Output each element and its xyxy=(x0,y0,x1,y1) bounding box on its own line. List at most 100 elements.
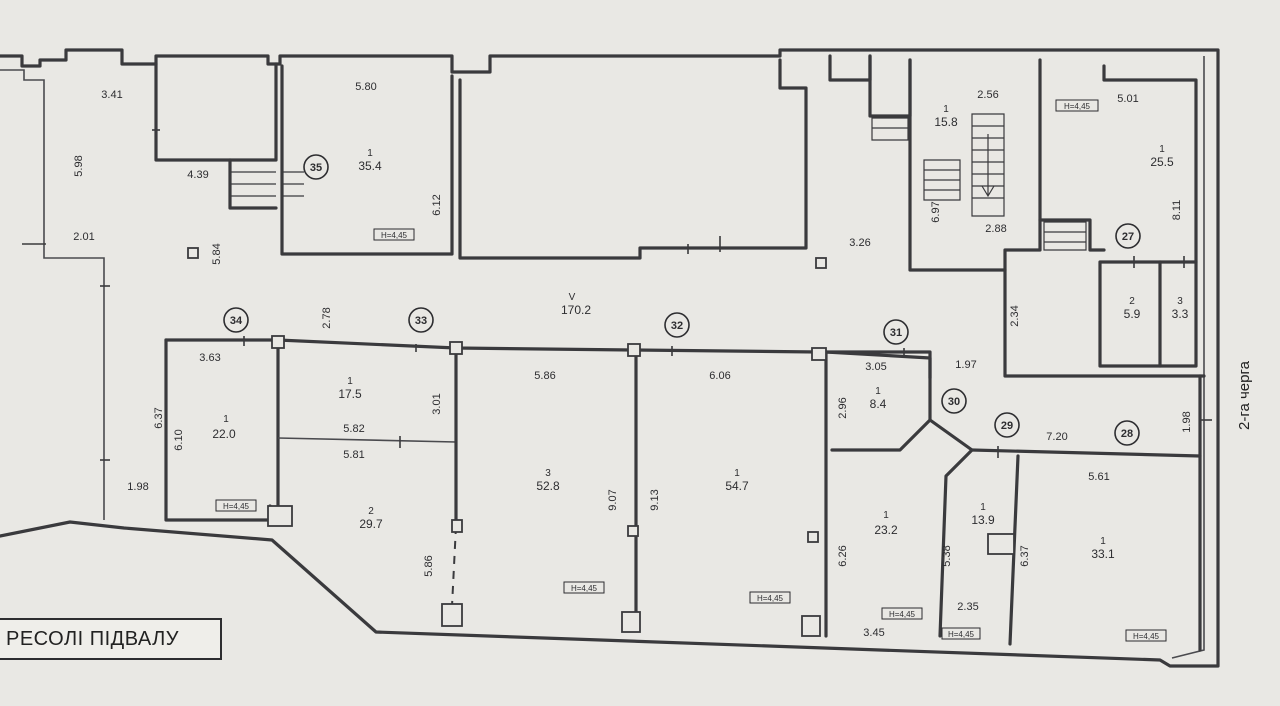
room-area: 5.9 xyxy=(1124,307,1141,321)
svg-text:34: 34 xyxy=(230,315,243,327)
room-no: 1 xyxy=(883,510,889,521)
svg-text:9.13: 9.13 xyxy=(649,489,661,510)
svg-text:2.34: 2.34 xyxy=(1009,305,1021,326)
room-no: 1 xyxy=(943,104,949,115)
svg-text:6.12: 6.12 xyxy=(431,194,443,215)
room-area: 23.2 xyxy=(874,523,898,537)
svg-text:6.06: 6.06 xyxy=(709,370,730,382)
svg-text:31: 31 xyxy=(890,327,902,339)
room-area: 170.2 xyxy=(561,303,591,317)
svg-text:H=4,45: H=4,45 xyxy=(948,630,975,639)
svg-text:5.61: 5.61 xyxy=(1088,471,1109,483)
marker-28: 28 xyxy=(1114,420,1140,446)
svg-text:5.86: 5.86 xyxy=(423,555,435,576)
marker-34: 34 xyxy=(223,307,249,333)
interior-walls xyxy=(154,54,1206,652)
svg-text:H=4,45: H=4,45 xyxy=(1133,632,1160,641)
marker-32: 32 xyxy=(664,312,690,338)
svg-text:1.98: 1.98 xyxy=(1181,411,1193,432)
svg-text:H=4,45: H=4,45 xyxy=(381,231,408,240)
room-no: 2 xyxy=(1129,296,1135,307)
columns xyxy=(187,247,1015,637)
svg-text:6.97: 6.97 xyxy=(930,201,942,222)
phase-note: 2-га черга xyxy=(1236,361,1253,430)
room-no: 1 xyxy=(223,414,229,425)
room-no: V xyxy=(569,292,576,303)
door-marks xyxy=(22,129,1212,461)
room-area: 52.8 xyxy=(536,479,560,493)
svg-text:5.98: 5.98 xyxy=(73,155,85,176)
svg-text:5.38: 5.38 xyxy=(941,545,953,566)
svg-text:1.98: 1.98 xyxy=(127,481,148,493)
height-tags: H=4,45 H=4,45 H=4,45 H=4,45 H=4,45 H=4,4… xyxy=(215,99,1167,642)
svg-text:5.01: 5.01 xyxy=(1117,93,1138,105)
room-no: 3 xyxy=(545,468,551,479)
svg-text:2.56: 2.56 xyxy=(977,89,998,101)
svg-text:5.82: 5.82 xyxy=(343,423,364,435)
svg-text:30: 30 xyxy=(948,396,960,408)
room-no: 1 xyxy=(875,386,881,397)
svg-text:H=4,45: H=4,45 xyxy=(1064,102,1091,111)
svg-text:6.26: 6.26 xyxy=(837,545,849,566)
stairs xyxy=(230,113,1087,251)
room-no: 1 xyxy=(734,468,740,479)
svg-text:5.86: 5.86 xyxy=(534,370,555,382)
room-area: 15.8 xyxy=(934,115,958,129)
room-no: 2 xyxy=(368,506,374,517)
svg-text:2.78: 2.78 xyxy=(321,307,333,328)
room-area: 17.5 xyxy=(338,387,362,401)
room-no: 3 xyxy=(1177,296,1183,307)
svg-text:35: 35 xyxy=(310,162,322,174)
svg-text:3.45: 3.45 xyxy=(863,627,884,639)
marker-31: 31 xyxy=(883,319,909,345)
svg-text:2.01: 2.01 xyxy=(73,231,94,243)
svg-text:6.37: 6.37 xyxy=(1019,545,1031,566)
svg-text:1.97: 1.97 xyxy=(955,359,976,371)
svg-text:5.80: 5.80 xyxy=(355,81,376,93)
room-area: 35.4 xyxy=(358,159,382,173)
room-no: 1 xyxy=(367,148,373,159)
svg-text:3.05: 3.05 xyxy=(865,361,886,373)
svg-text:H=4,45: H=4,45 xyxy=(889,610,916,619)
outer-walls xyxy=(0,48,1220,668)
svg-text:H=4,45: H=4,45 xyxy=(757,594,784,603)
marker-27: 27 xyxy=(1115,223,1141,249)
room-area: 3.3 xyxy=(1172,307,1189,321)
svg-text:29: 29 xyxy=(1001,420,1013,432)
svg-text:2.96: 2.96 xyxy=(837,397,849,418)
svg-text:4.39: 4.39 xyxy=(187,169,208,181)
room-area: 13.9 xyxy=(971,513,995,527)
svg-text:6.10: 6.10 xyxy=(173,429,185,450)
room-labels: 1 35.4 V 170.2 1 15.8 1 25.5 2 5.9 3 3.3… xyxy=(212,104,1188,561)
room-no: 1 xyxy=(347,376,353,387)
svg-text:27: 27 xyxy=(1122,231,1134,243)
room-area: 33.1 xyxy=(1091,547,1115,561)
svg-text:3.01: 3.01 xyxy=(431,393,443,414)
svg-text:33: 33 xyxy=(415,315,427,327)
room-area: 22.0 xyxy=(212,427,236,441)
room-area: 25.5 xyxy=(1150,155,1174,169)
svg-text:5.81: 5.81 xyxy=(343,449,364,461)
room-area: 8.4 xyxy=(870,397,887,411)
svg-text:3.26: 3.26 xyxy=(849,237,870,249)
svg-text:H=4,45: H=4,45 xyxy=(571,584,598,593)
svg-text:6.37: 6.37 xyxy=(153,407,165,428)
room-no: 1 xyxy=(1159,144,1165,155)
svg-text:7.20: 7.20 xyxy=(1046,431,1067,443)
marker-30: 30 xyxy=(941,388,967,414)
marker-35: 35 xyxy=(303,154,329,180)
plan-caption: РЕСОЛІ ПІДВАЛУ xyxy=(0,618,222,660)
svg-text:3.41: 3.41 xyxy=(101,89,122,101)
room-area: 29.7 xyxy=(359,517,383,531)
svg-text:8.11: 8.11 xyxy=(1171,200,1183,221)
svg-text:2.35: 2.35 xyxy=(957,601,978,613)
svg-text:32: 32 xyxy=(671,320,683,332)
room-area: 54.7 xyxy=(725,479,749,493)
room-no: 1 xyxy=(1100,536,1106,547)
marker-29: 29 xyxy=(994,412,1020,438)
svg-text:2.88: 2.88 xyxy=(985,223,1006,235)
svg-text:3.63: 3.63 xyxy=(199,352,220,364)
svg-text:5.84: 5.84 xyxy=(211,243,223,264)
dimension-labels: 3.41 5.98 2.01 4.39 5.84 5.80 6.12 3.26 … xyxy=(73,81,1193,639)
svg-text:H=4,45: H=4,45 xyxy=(223,502,250,511)
